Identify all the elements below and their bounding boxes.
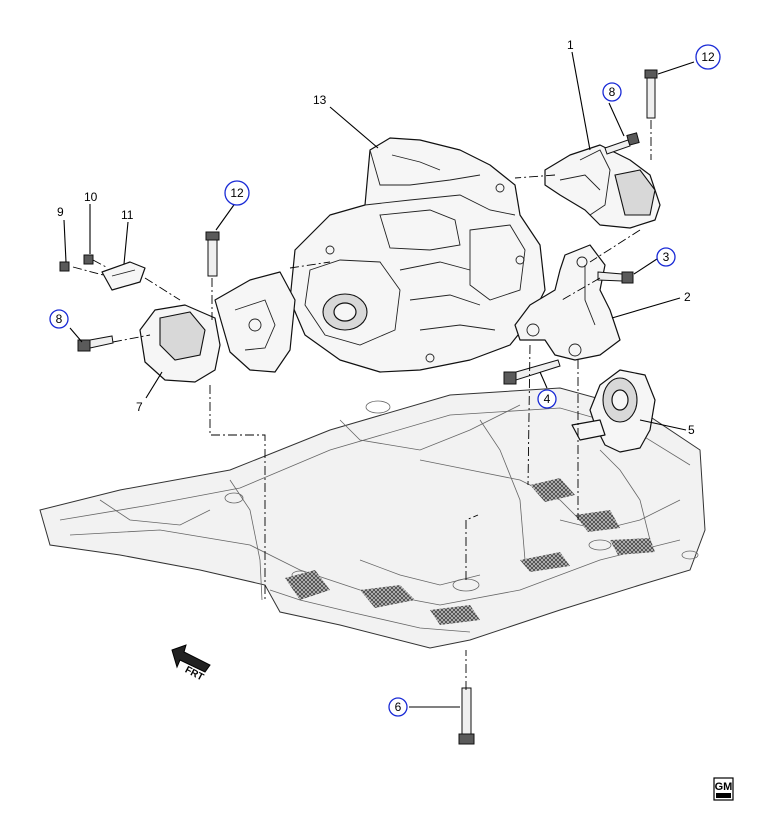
- callout-1: 1: [567, 38, 574, 52]
- callout-12b-group: 12: [695, 44, 721, 70]
- callout-labels: 1 2 3 4 5 6 7 8 8 9 10 11 12: [49, 38, 721, 717]
- callout-12-left: 12: [230, 186, 244, 200]
- callout-2: 2: [684, 290, 691, 304]
- callout-circle-6: [388, 697, 408, 717]
- gm-logo: GM: [713, 777, 734, 801]
- callout-7: 7: [136, 400, 143, 414]
- callout-circle-3: [656, 247, 676, 267]
- callout-6: 6: [395, 700, 402, 714]
- callout-13: 13: [313, 93, 327, 107]
- callout-circle-4: [537, 389, 557, 409]
- callout-4-group: 4: [537, 389, 557, 409]
- drive-unit-assembly: [289, 137, 546, 373]
- callout-circle-12-upper: [695, 44, 721, 70]
- callout-5: 5: [688, 423, 695, 437]
- callout-8a-group: 8: [49, 309, 69, 329]
- subframe-cradle: [39, 387, 706, 649]
- callout-circle-8-left: [49, 309, 69, 329]
- callout-8-left: 8: [56, 312, 63, 326]
- callout-8b-group: 8: [602, 82, 622, 102]
- callout-4: 4: [544, 392, 551, 406]
- callout-12a-group: 12: [224, 180, 250, 206]
- callout-12-upper: 12: [701, 50, 715, 64]
- bolt-12-left: [205, 231, 220, 277]
- callout-circle-12-left: [224, 180, 250, 206]
- bracket-small: [101, 261, 146, 291]
- callout-3-group: 3: [656, 247, 676, 267]
- callout-10: 10: [84, 190, 98, 204]
- callout-3: 3: [663, 250, 670, 264]
- bolt-12-upper: [644, 69, 658, 119]
- alignment-guides: [72, 120, 652, 690]
- leader-lines: [63, 51, 695, 708]
- front-arrow-icon: [171, 644, 211, 673]
- callout-circle-8-upper: [602, 82, 622, 102]
- fasteners: [59, 69, 658, 745]
- callout-6-group: 6: [388, 697, 408, 717]
- callout-11: 11: [121, 208, 134, 222]
- bolt-8-upper: [604, 132, 640, 155]
- mount-left: [139, 271, 296, 383]
- bolt-6: [458, 687, 475, 745]
- bolt-4: [503, 359, 561, 385]
- callout-8-upper: 8: [609, 85, 616, 99]
- bolt-3: [597, 271, 634, 284]
- front-direction-indicator: FRT: [171, 644, 211, 683]
- bolt-9: [59, 261, 70, 272]
- gm-logo-text: GM: [715, 781, 733, 793]
- callout-9: 9: [57, 205, 64, 219]
- bolt-10: [83, 254, 94, 265]
- bolt-8-left: [77, 335, 114, 352]
- mount-bracket-upper-right: [544, 144, 661, 229]
- mount-lower-right: [571, 369, 656, 453]
